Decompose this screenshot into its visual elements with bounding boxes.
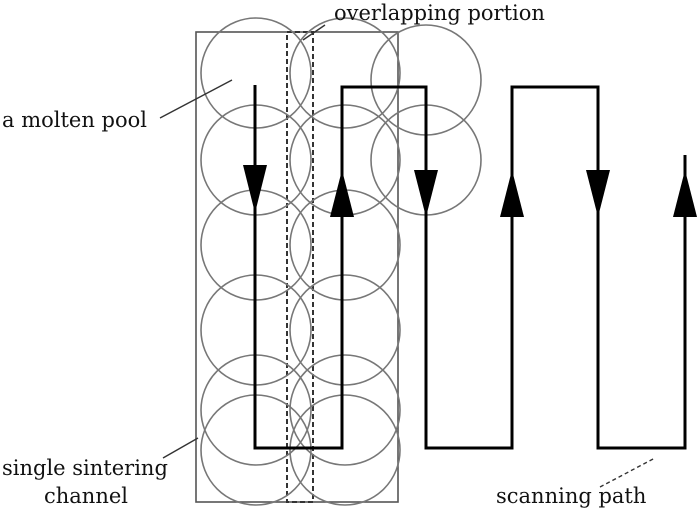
leader-line-scanning-path [599,457,656,488]
molten-pool-circle [289,354,401,466]
leader-line-molten-pool [159,79,233,119]
label-single-sintering-line2: channel [44,484,128,508]
leader-line-sintering-channel [162,437,199,459]
arrow-up-icon [500,170,524,217]
arrow-up-icon [330,170,354,217]
molten-pool-column-right [289,17,401,506]
scan-direction-arrows [243,165,697,217]
label-molten-pool: a molten pool [2,108,147,132]
label-single-sintering-line1: single sintering [2,456,168,480]
molten-pool-circle [289,394,401,506]
leader-line-overlapping [302,24,326,41]
single-sintering-channel-rect [195,31,399,503]
molten-pool-circle [289,17,401,129]
label-overlapping-portion: overlapping portion [334,1,545,25]
overlapping-portion-rect [286,31,314,503]
arrow-down-icon [243,165,267,213]
label-scanning-path: scanning path [496,484,646,508]
arrow-down-icon [414,170,438,217]
scanning-path-line [253,85,687,450]
arrow-up-icon [673,170,697,217]
molten-pool-circle [289,274,401,386]
arrow-down-icon [586,170,610,217]
